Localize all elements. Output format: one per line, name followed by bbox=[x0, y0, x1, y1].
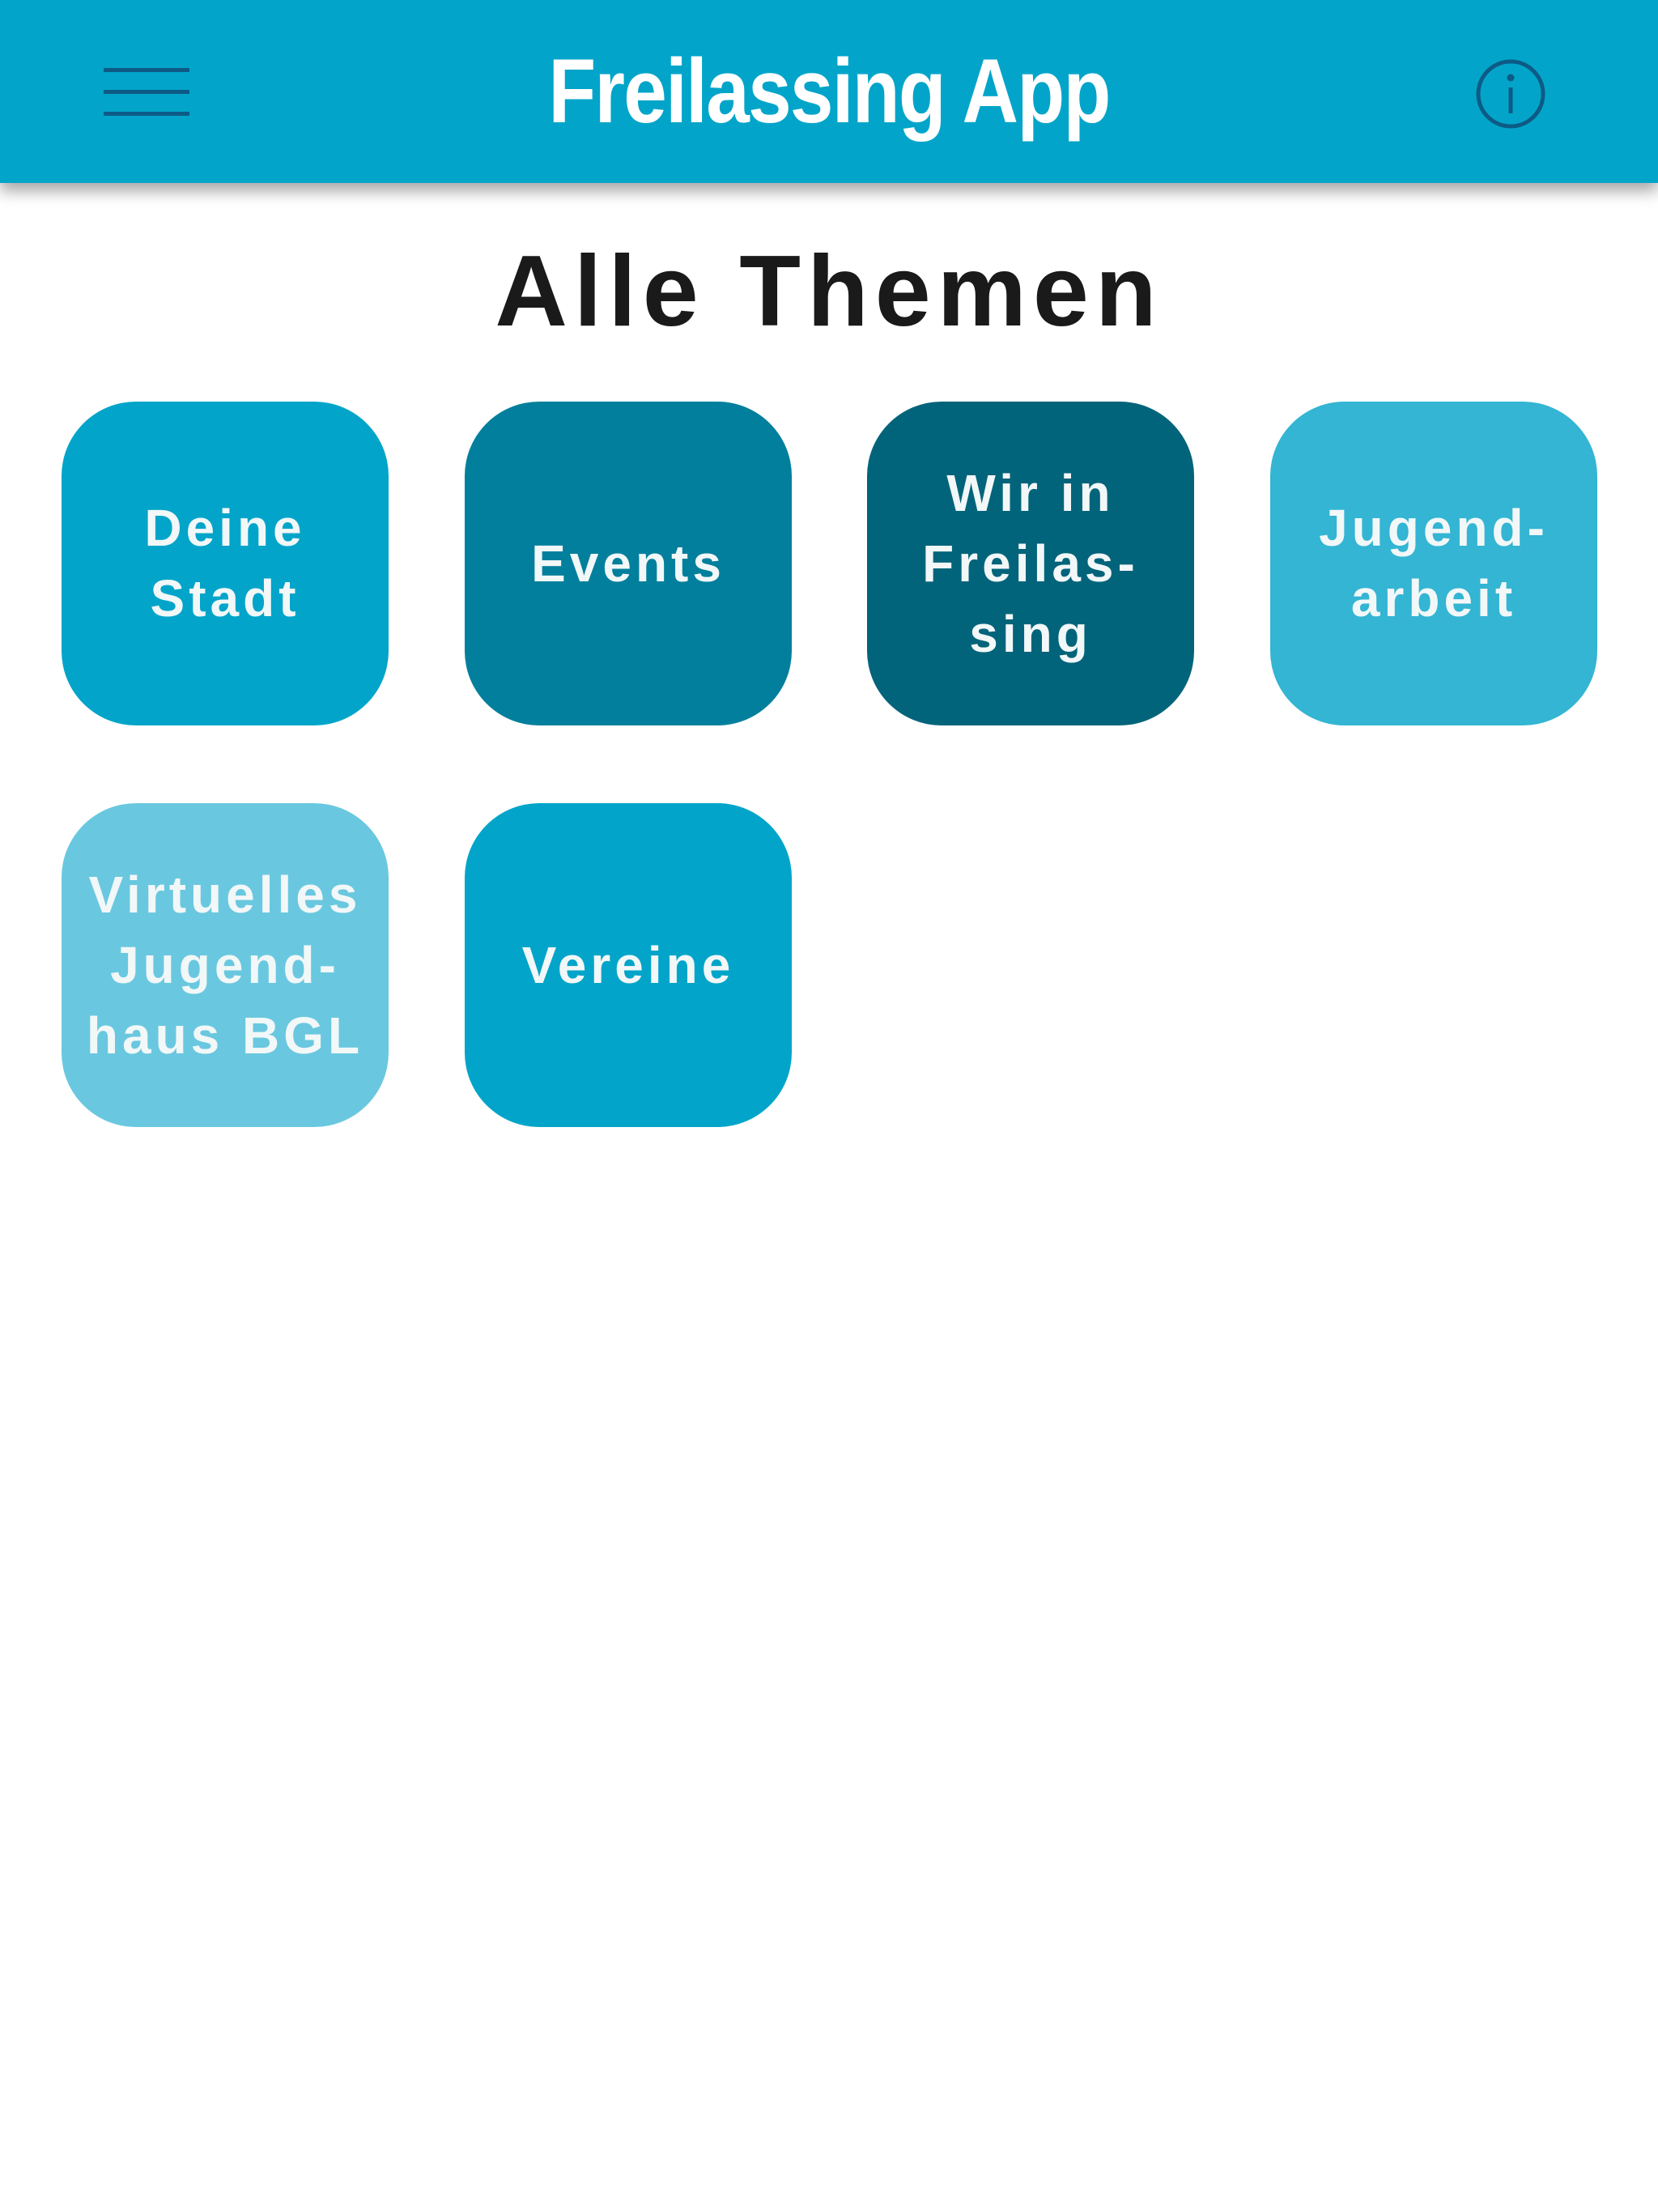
tile-deine-stadt[interactable]: Deine Stadt bbox=[62, 402, 389, 725]
tile-label: Jugend- arbeit bbox=[1319, 499, 1549, 627]
tile-label: Wir in Freilas- sing bbox=[922, 463, 1139, 663]
hamburger-menu-icon[interactable] bbox=[96, 57, 198, 126]
tile-label: Deine Stadt bbox=[144, 499, 306, 627]
app-bar: Freilassing App bbox=[0, 0, 1658, 183]
tile-vereine[interactable]: Vereine bbox=[465, 803, 792, 1127]
tile-wir-in-freilassing[interactable]: Wir in Freilas- sing bbox=[867, 402, 1194, 725]
tile-jugendarbeit[interactable]: Jugend- arbeit bbox=[1270, 402, 1597, 725]
app-title: Freilassing App bbox=[548, 40, 1111, 142]
tile-label: Vereine bbox=[521, 935, 735, 994]
tile-label: Events bbox=[531, 534, 725, 593]
page-title: Alle Themen bbox=[495, 236, 1163, 347]
tile-label: Virtuelles Jugend- haus BGL bbox=[86, 865, 364, 1065]
tile-events[interactable]: Events bbox=[465, 402, 792, 725]
tile-virtuelles-jugendhaus-bgl[interactable]: Virtuelles Jugend- haus BGL bbox=[62, 803, 389, 1127]
info-circle-icon[interactable] bbox=[1472, 55, 1550, 133]
